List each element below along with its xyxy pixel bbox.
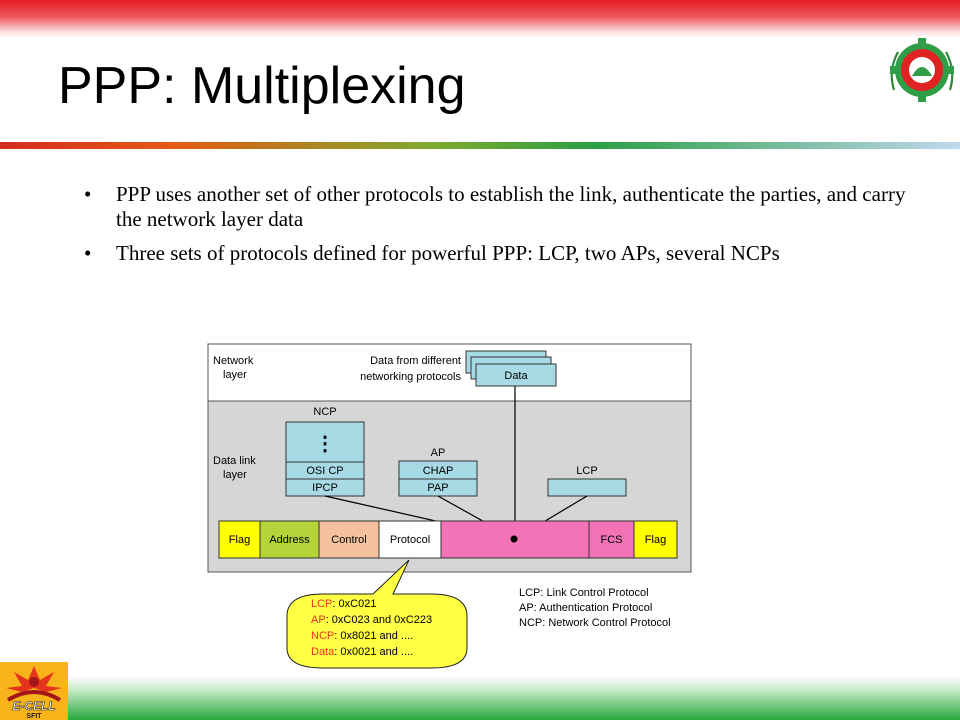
data-from-label: Data from different <box>370 355 461 367</box>
slide-title: PPP: Multiplexing <box>58 57 466 115</box>
data-link-layer-label: Data link <box>213 455 256 467</box>
bullet-item: • Three sets of protocols defined for pow… <box>80 241 910 266</box>
bottom-color-band <box>0 676 960 720</box>
ppp-multiplexing-diagram: Network layer Data link layer Data from … <box>207 343 692 669</box>
top-color-band <box>0 0 960 38</box>
ap-title: AP <box>431 447 446 459</box>
callout-value: : 0x8021 and .... <box>334 630 413 642</box>
bullet-item: • PPP uses another set of other protocols… <box>80 182 910 232</box>
ncp-box <box>285 421 365 497</box>
ecell-logo: E-CELL SFIT <box>0 662 68 720</box>
bullet-glyph: • <box>84 241 92 265</box>
frame-field-label: Control <box>331 534 366 546</box>
bullet-text: Three sets of protocols defined for powe… <box>116 241 780 265</box>
frame-field-flag <box>218 520 261 559</box>
ap-item: PAP <box>427 482 448 494</box>
callout-line: AP: 0xC023 and 0xC223 <box>311 614 432 626</box>
mux-junction-dot <box>510 535 518 543</box>
frame-field-flag <box>633 520 678 559</box>
callout-value: : 0x0021 and .... <box>334 646 413 658</box>
lcp-box <box>547 478 627 497</box>
frame-field-label: FCS <box>601 534 623 546</box>
callout-key: NCP <box>311 630 334 642</box>
frame-field-label: Protocol <box>390 534 430 546</box>
legend-item: NCP: Network Control Protocol <box>519 617 671 629</box>
callout-value: : 0xC023 and 0xC223 <box>326 614 432 626</box>
ecell-logo-subtext: SFIT <box>26 713 42 720</box>
frame-field-address <box>259 520 320 559</box>
ap-item: CHAP <box>423 465 454 477</box>
frame-field-protocol <box>378 520 442 559</box>
callout-line: NCP: 0x8021 and .... <box>311 630 413 642</box>
lcp-title: LCP <box>576 465 597 477</box>
legend-item: LCP: Link Control Protocol <box>519 587 649 599</box>
network-layer-label: layer <box>223 369 247 381</box>
ppp-frame: Flag Address Control Protocol FCS Flag <box>218 520 678 559</box>
ecell-logo-text: E-CELL <box>12 699 55 713</box>
callout-key: LCP <box>311 598 332 610</box>
callout-value: : 0xC021 <box>332 598 376 610</box>
bullet-glyph: • <box>84 182 92 206</box>
callout-line: Data: 0x0021 and .... <box>311 646 413 658</box>
callout-key: AP <box>311 614 326 626</box>
legend-item: AP: Authentication Protocol <box>519 602 652 614</box>
title-underline-bar <box>0 142 960 149</box>
frame-field-label: Address <box>269 534 310 546</box>
college-emblem-icon <box>890 38 954 102</box>
data-from-label: networking protocols <box>360 371 461 383</box>
ncp-ellipsis: ⋮ <box>315 433 335 455</box>
frame-field-label: Flag <box>645 534 666 546</box>
frame-field-fcs <box>588 520 635 559</box>
network-layer-label: Network <box>213 355 254 367</box>
bullet-text: PPP uses another set of other protocols … <box>116 182 906 231</box>
ncp-item: OSI CP <box>306 465 343 477</box>
callout-key: Data <box>311 646 335 658</box>
callout-line: LCP: 0xC021 <box>311 598 376 610</box>
ncp-title: NCP <box>313 406 336 418</box>
data-box <box>475 363 557 387</box>
data-box-label: Data <box>504 370 528 382</box>
data-link-layer-label: layer <box>223 469 247 481</box>
ncp-item: IPCP <box>312 482 338 494</box>
network-layer-panel <box>207 343 692 402</box>
bullet-list: • PPP uses another set of other protocols… <box>80 182 910 275</box>
protocol-callout-bubble <box>286 559 468 669</box>
frame-field-label: Flag <box>229 534 250 546</box>
